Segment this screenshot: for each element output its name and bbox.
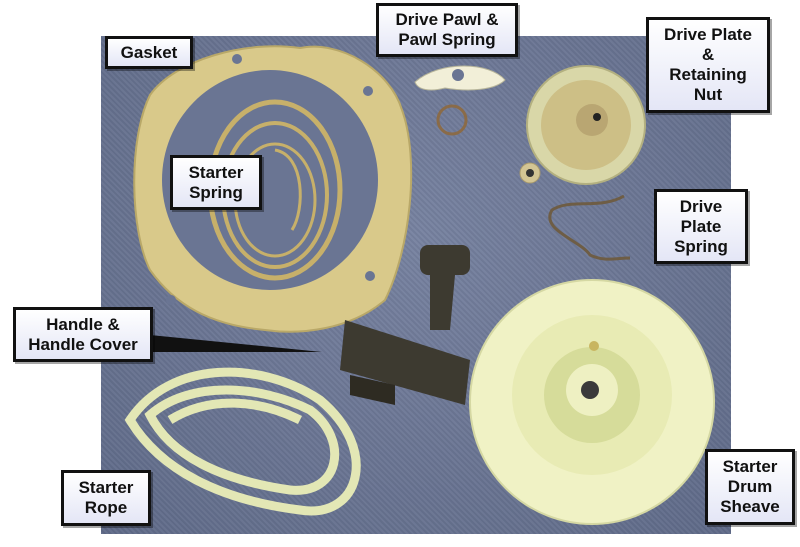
starter-rope-part bbox=[124, 367, 361, 516]
label-line: Starter bbox=[78, 478, 134, 497]
label-gasket: Gasket bbox=[105, 36, 193, 69]
label-line: Plate bbox=[680, 216, 722, 236]
label-line: Gasket bbox=[120, 42, 178, 62]
label-line: Handle & bbox=[46, 314, 120, 334]
handle-part bbox=[340, 245, 470, 405]
drive-pawl-part bbox=[414, 65, 506, 136]
label-line: Sheave bbox=[720, 497, 780, 516]
label-drive-plate: Drive Plate & Retaining Nut bbox=[646, 17, 770, 113]
drive-plate-spring-part bbox=[548, 194, 631, 261]
label-starter-rope: Starter Rope bbox=[61, 470, 151, 526]
parts-illustration bbox=[124, 45, 715, 525]
label-line: Handle Cover bbox=[28, 334, 138, 354]
label-drive-plate-spring: Drive Plate Spring bbox=[654, 189, 748, 264]
label-drive-pawl: Drive Pawl & Pawl Spring bbox=[376, 3, 518, 57]
label-handle: Handle & Handle Cover bbox=[13, 307, 153, 362]
label-line: Starter bbox=[722, 457, 778, 476]
label-line: Pawl Spring bbox=[398, 30, 496, 49]
label-starter-spring: Starter Spring bbox=[170, 155, 262, 210]
parts-photo bbox=[101, 36, 731, 534]
gasket-part bbox=[133, 45, 413, 333]
label-line: & bbox=[701, 45, 715, 64]
label-line: Starter bbox=[188, 162, 244, 182]
starter-drum-part bbox=[469, 279, 715, 525]
label-line: Retaining bbox=[669, 65, 747, 84]
label-line: Drive Pawl & bbox=[395, 10, 499, 29]
label-line: Rope bbox=[84, 498, 128, 517]
label-line: Drum bbox=[727, 477, 773, 496]
label-line: Drive bbox=[679, 196, 723, 216]
drive-plate-part bbox=[519, 65, 646, 185]
label-line: Spring bbox=[674, 236, 728, 256]
label-starter-drum: Starter Drum Sheave bbox=[705, 449, 795, 525]
label-line: Drive Plate bbox=[664, 25, 752, 44]
label-line: Nut bbox=[693, 85, 723, 104]
label-line: Spring bbox=[189, 182, 243, 202]
